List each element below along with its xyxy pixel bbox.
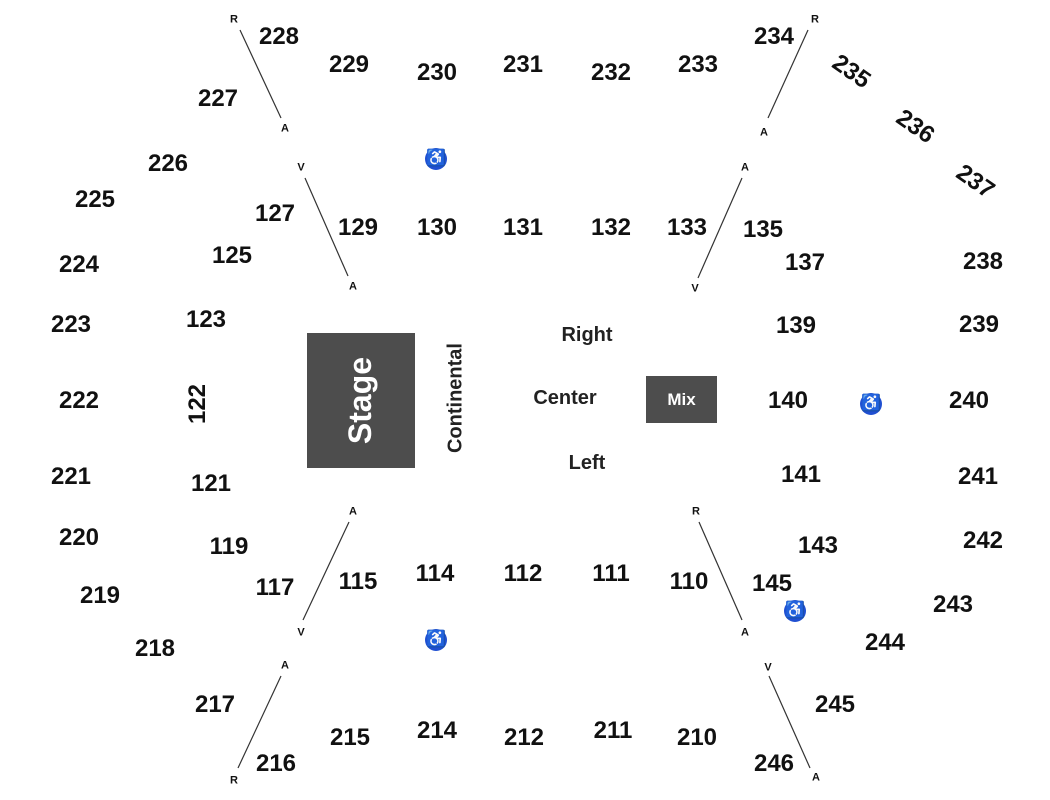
section-222[interactable]: 222 [58,387,100,414]
section-121[interactable]: 121 [190,470,232,497]
aisle-line [698,521,743,621]
section-246[interactable]: 246 [753,750,795,777]
section-218[interactable]: 218 [134,635,176,662]
section-231[interactable]: 231 [502,51,544,78]
section-233[interactable]: 233 [677,51,719,78]
row-marker: A [349,280,357,293]
section-215[interactable]: 215 [329,724,371,751]
section-123[interactable]: 123 [185,306,227,333]
section-137[interactable]: 137 [784,249,826,276]
row-marker: A [760,126,768,139]
section-112[interactable]: 112 [503,560,543,587]
mix-position[interactable]: Mix [646,376,717,423]
section-119[interactable]: 119 [209,533,249,560]
section-130[interactable]: 130 [416,214,458,241]
section-145[interactable]: 145 [751,570,793,597]
floor-center[interactable]: Center [533,387,597,409]
row-marker: R [230,13,238,26]
row-marker: A [812,771,820,784]
section-223[interactable]: 223 [50,311,92,338]
row-marker: V [691,282,699,295]
section-220[interactable]: 220 [58,524,100,551]
row-marker: R [692,505,700,518]
section-132[interactable]: 132 [590,214,632,241]
section-224[interactable]: 224 [58,251,100,278]
section-214[interactable]: 214 [416,717,458,744]
floor-continental[interactable]: Continental [444,343,467,453]
section-243[interactable]: 243 [932,591,974,618]
wheelchair-icon: ♿ [784,600,806,622]
aisle-line [697,177,743,279]
section-135[interactable]: 135 [742,216,784,243]
section-234[interactable]: 234 [753,23,795,50]
section-139[interactable]: 139 [775,312,817,339]
aisle-line [237,675,282,769]
section-239[interactable]: 239 [958,311,1000,338]
wheelchair-icon: ♿ [425,148,447,170]
aisle-line [239,29,282,119]
row-marker: A [741,161,749,174]
section-140[interactable]: 140 [767,387,809,414]
section-229[interactable]: 229 [328,51,370,78]
section-238[interactable]: 238 [962,248,1004,275]
section-131[interactable]: 131 [502,214,544,241]
section-133[interactable]: 133 [666,214,708,241]
section-230[interactable]: 230 [416,59,458,86]
section-127[interactable]: 127 [254,200,296,227]
section-242[interactable]: 242 [962,527,1004,554]
section-114[interactable]: 114 [415,560,455,587]
section-129[interactable]: 129 [337,214,379,241]
section-122[interactable]: 122 [184,383,211,425]
section-240[interactable]: 240 [948,387,990,414]
section-110[interactable]: 110 [669,568,709,595]
row-marker: V [297,626,305,639]
section-210[interactable]: 210 [676,724,718,751]
row-marker: V [764,661,772,674]
aisle-line [304,177,349,277]
row-marker: A [281,659,289,672]
section-217[interactable]: 217 [194,691,236,718]
section-228[interactable]: 228 [258,23,300,50]
section-212[interactable]: 212 [503,724,545,751]
section-227[interactable]: 227 [197,85,239,112]
section-117[interactable]: 117 [255,574,295,601]
aisle-line [768,675,811,769]
section-216[interactable]: 216 [255,750,297,777]
row-marker: R [811,13,819,26]
section-232[interactable]: 232 [590,59,632,86]
row-marker: A [741,626,749,639]
section-125[interactable]: 125 [211,242,253,269]
section-111[interactable]: 111 [592,560,630,587]
stage[interactable]: Stage [307,333,415,468]
section-115[interactable]: 115 [338,568,378,595]
aisle-line [302,521,350,621]
row-marker: V [297,161,305,174]
section-241[interactable]: 241 [957,463,999,490]
row-marker: R [230,774,238,787]
floor-right[interactable]: Right [561,324,613,346]
section-244[interactable]: 244 [864,629,906,656]
wheelchair-icon: ♿ [860,393,882,415]
section-219[interactable]: 219 [79,582,121,609]
section-141[interactable]: 141 [780,461,822,488]
section-225[interactable]: 225 [74,186,116,213]
section-226[interactable]: 226 [147,150,189,177]
aisle-line [767,29,809,119]
mix-label: Mix [667,389,696,409]
floor-left[interactable]: Left [568,452,606,474]
row-marker: A [281,122,289,135]
section-245[interactable]: 245 [814,691,856,718]
stage-label: Stage [342,356,379,445]
wheelchair-icon: ♿ [425,629,447,651]
section-221[interactable]: 221 [50,463,92,490]
row-marker: A [349,505,357,518]
section-211[interactable]: 211 [593,717,633,744]
section-143[interactable]: 143 [797,532,839,559]
